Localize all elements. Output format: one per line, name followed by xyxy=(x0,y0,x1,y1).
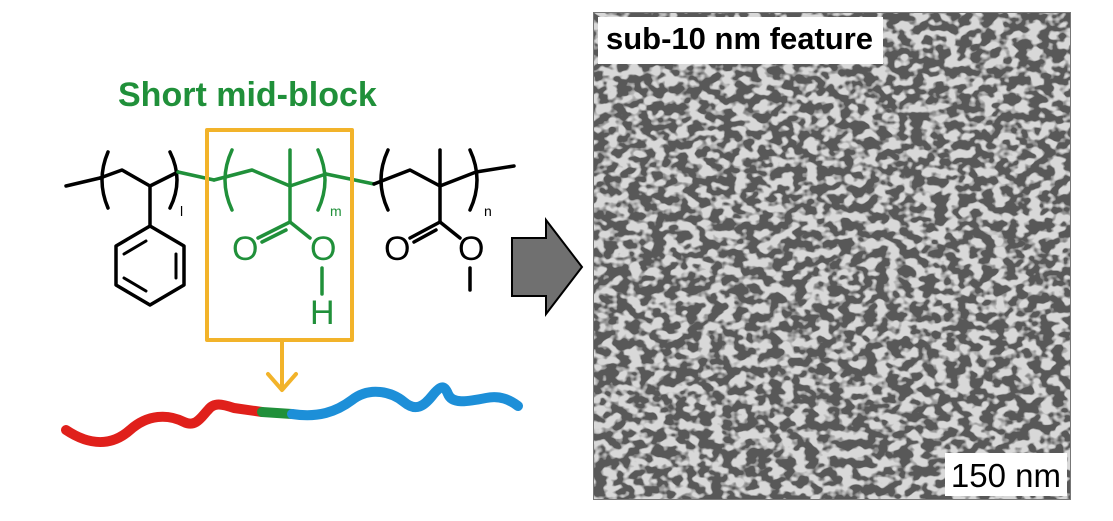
ester-oxygen-carbonyl: O xyxy=(384,230,411,268)
acid-hydrogen: H xyxy=(310,294,335,332)
acid-backbone xyxy=(212,168,328,188)
lamellar-texture xyxy=(594,13,1070,499)
polymer-structure-diagram xyxy=(61,128,584,447)
chain-red-segment xyxy=(61,399,267,447)
figure-title: Short mid-block xyxy=(118,76,377,114)
subscript-m: m xyxy=(330,203,342,219)
acid-oxygen-carbonyl: O xyxy=(232,230,259,268)
tem-micrograph: sub-10 nm feature 150 nm xyxy=(593,12,1071,500)
subscript-l: l xyxy=(180,203,184,219)
chain-blue-segment xyxy=(287,382,523,421)
styrene-backbone xyxy=(98,168,180,188)
benzene-ring xyxy=(114,224,186,307)
ester-co-single xyxy=(438,220,462,240)
chain-green-segment xyxy=(257,407,297,419)
ester-right-bracket xyxy=(468,148,479,212)
benzene-double-3 xyxy=(122,276,148,293)
acid-left-bracket xyxy=(223,148,234,212)
acid-oxygen-hydroxyl: O xyxy=(310,230,337,268)
ester-oxygen-ether: O xyxy=(458,230,485,268)
left-end-bond xyxy=(64,176,102,188)
acid-co-double-b xyxy=(260,228,288,244)
acid-right-bracket xyxy=(316,148,327,212)
ester-co-double-a xyxy=(408,220,442,240)
midblock-highlight-box xyxy=(205,128,354,342)
styrene-right-bracket xyxy=(168,150,179,210)
tem-caption: sub-10 nm feature xyxy=(598,17,884,64)
styrene-left-bracket xyxy=(100,150,110,210)
scale-bar-label: 150 nm xyxy=(944,453,1067,496)
ester-backbone xyxy=(372,168,478,188)
subscript-n: n xyxy=(484,203,492,219)
right-arrow-icon xyxy=(511,217,584,317)
acid-co-single xyxy=(288,220,312,240)
benzene-double-1 xyxy=(122,239,148,256)
right-end-bond xyxy=(474,164,516,174)
ester-co-double-b xyxy=(412,228,438,244)
acid-co-double-a xyxy=(256,220,292,240)
